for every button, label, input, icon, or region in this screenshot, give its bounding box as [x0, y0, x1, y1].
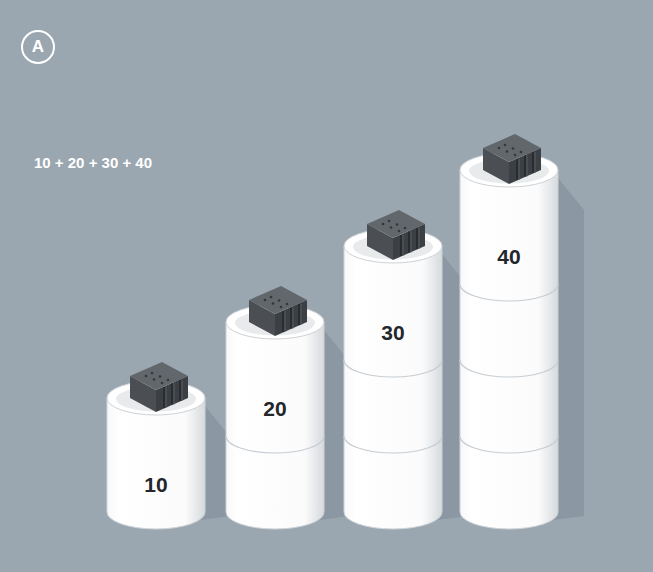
cylinder-body — [226, 322, 324, 529]
cylinder-shape — [344, 229, 442, 529]
terminal-block — [483, 134, 541, 184]
cylinder-shape — [460, 153, 558, 529]
cylinder-body — [344, 246, 442, 529]
cylinder-stack: 40 — [460, 153, 558, 529]
value-label: 40 — [497, 245, 520, 268]
value-label: 20 — [263, 397, 286, 420]
segment-seam — [344, 360, 442, 377]
terminal-block — [249, 286, 307, 336]
cylinder-shape — [107, 381, 205, 529]
segment-seam — [226, 436, 324, 453]
segment-seam — [460, 284, 558, 301]
cylinder-body — [460, 170, 558, 529]
segment-seam — [460, 436, 558, 453]
segment-seam — [460, 360, 558, 377]
sum-formula: 10 + 20 + 30 + 40 — [34, 155, 152, 172]
badge-letter: A — [32, 38, 44, 57]
terminal-block — [367, 210, 425, 260]
cylinder-body — [107, 398, 205, 529]
terminal-block — [130, 362, 188, 412]
cylinder-stack: 30 — [344, 229, 442, 529]
cylinder-stack: 20 — [226, 305, 324, 529]
value-label: 30 — [381, 321, 404, 344]
value-label: 10 — [144, 473, 167, 496]
cylinder-stack: 10 — [107, 381, 205, 529]
badge-circle — [22, 31, 54, 63]
segment-seam — [344, 436, 442, 453]
